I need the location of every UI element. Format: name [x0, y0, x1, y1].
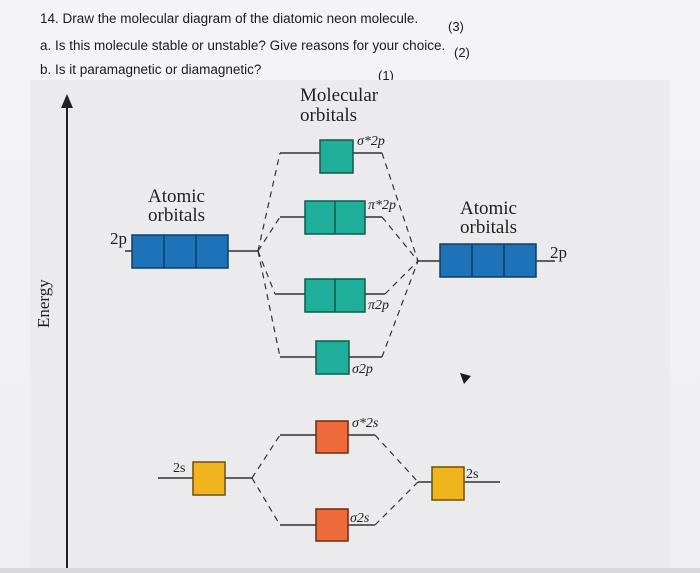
pi-star-2p-label: π*2p [368, 198, 397, 213]
left-2s-label: 2s [173, 461, 186, 476]
question-14: 14. Draw the molecular diagram of the di… [40, 11, 419, 26]
correlation-lines-2p [257, 152, 419, 358]
sigma-2s-orbital [315, 508, 349, 542]
question-b-marks: (1) [378, 68, 394, 83]
cursor-arrow-icon [460, 373, 471, 384]
sigma-star-2p-orbital [319, 139, 354, 174]
question-a: a. Is this molecule stable or unstable? … [40, 38, 446, 53]
question-b: b. Is it paramagnetic or diamagnetic? [40, 62, 262, 77]
correlation-lines-2s [251, 434, 419, 526]
right-2s-label: 2s [466, 467, 479, 482]
left-2p-label: 2p [110, 229, 127, 248]
left-2s-orbital [192, 461, 226, 496]
left-atomic-title-line2: orbitals [148, 205, 205, 226]
sigma-2s-label: σ2s [350, 511, 370, 526]
mo-diagram-figure: Molecular orbitals Atomic orbitals Atomi… [30, 80, 670, 568]
energy-axis-label: Energy [34, 279, 53, 328]
right-2s-orbital [431, 466, 465, 501]
right-2p-label: 2p [550, 243, 567, 262]
sigma-star-2s-label: σ*2s [352, 416, 379, 431]
right-atomic-title-line2: orbitals [460, 217, 517, 238]
energy-axis-arrow-icon [61, 94, 73, 108]
sigma-star-2s-orbital [315, 420, 349, 454]
pi-2p-label: π2p [368, 298, 390, 313]
mo-diagram-svg [61, 94, 555, 568]
mo-title-line2: orbitals [300, 105, 357, 126]
right-atomic-title-line1: Atomic [460, 198, 517, 219]
mo-title-line1: Molecular [300, 85, 379, 106]
right-2p-orbital-boxes [439, 243, 537, 278]
sigma-2p-orbital [315, 340, 350, 375]
question-14-marks: (3) [448, 19, 464, 34]
left-atomic-title-line1: Atomic [148, 186, 205, 207]
sigma-star-2p-label: σ*2p [357, 134, 385, 149]
sigma-2p-label: σ2p [352, 362, 373, 377]
left-2p-orbital-boxes [131, 234, 229, 269]
question-a-marks: (2) [454, 45, 470, 60]
